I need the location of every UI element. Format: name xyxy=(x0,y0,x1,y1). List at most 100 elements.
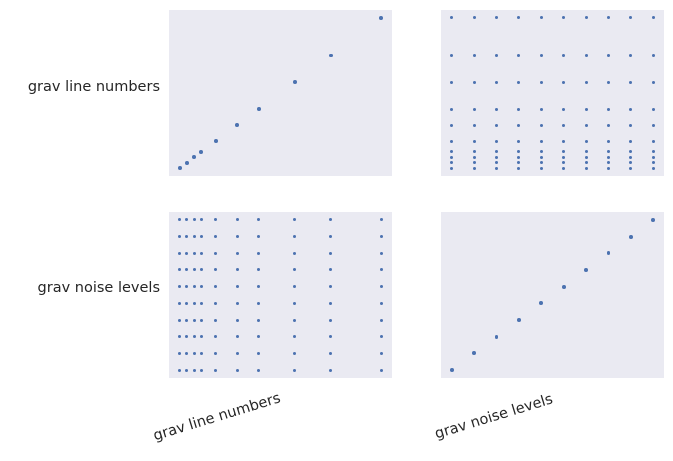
scatter-point xyxy=(450,123,454,127)
scatter-point xyxy=(257,301,261,305)
scatter-point xyxy=(562,123,566,127)
scatter-point xyxy=(539,139,543,143)
scatter-point xyxy=(292,80,297,85)
scatter-point xyxy=(495,166,498,170)
scatter-point xyxy=(517,123,521,127)
scatter-point xyxy=(178,251,182,255)
scatter-point xyxy=(199,235,203,239)
scatter-point xyxy=(379,301,383,305)
scatter-point xyxy=(606,155,610,159)
scatter-point xyxy=(379,335,383,339)
scatter-point xyxy=(539,53,543,57)
scatter-point xyxy=(185,218,189,222)
subplot-noise-levels-vs-noise-levels xyxy=(441,212,664,378)
scatter-point xyxy=(562,155,566,159)
x-axis-label-grav-noise-levels: grav noise levels xyxy=(432,391,555,443)
scatter-point xyxy=(185,368,189,372)
scatter-point xyxy=(257,235,261,239)
scatter-point xyxy=(257,351,261,355)
scatter-point xyxy=(450,161,454,165)
scatter-point xyxy=(235,123,240,128)
scatter-point xyxy=(539,301,544,306)
scatter-point xyxy=(199,150,204,154)
scatter-point xyxy=(293,268,297,272)
y-axis-label-grav-line-numbers: grav line numbers xyxy=(27,79,160,95)
scatter-point xyxy=(517,107,521,111)
scatter-point xyxy=(178,335,182,339)
scatter-point xyxy=(192,285,196,289)
scatter-point xyxy=(584,80,588,84)
scatter-point xyxy=(450,150,454,154)
scatter-point xyxy=(517,155,521,159)
scatter-point xyxy=(379,351,383,355)
scatter-point xyxy=(379,285,383,289)
scatter-point xyxy=(606,161,610,165)
scatter-point xyxy=(629,16,633,20)
scatter-point xyxy=(606,107,610,111)
scatter-point xyxy=(199,268,203,272)
scatter-point xyxy=(472,53,476,57)
scatter-point xyxy=(450,53,454,57)
scatter-point xyxy=(185,160,189,165)
scatter-point xyxy=(379,218,383,222)
scatter-point xyxy=(629,155,633,159)
scatter-point xyxy=(185,301,189,305)
scatter-point xyxy=(214,268,218,272)
scatter-point xyxy=(235,268,239,272)
scatter-point xyxy=(539,80,543,84)
scatter-point xyxy=(379,318,383,322)
scatter-point xyxy=(329,318,333,322)
scatter-point xyxy=(293,218,297,222)
scatter-point xyxy=(562,161,566,165)
scatter-point xyxy=(329,218,333,222)
scatter-point xyxy=(379,16,384,20)
scatter-point xyxy=(539,150,543,154)
scatter-point xyxy=(178,285,182,289)
scatter-point xyxy=(651,16,655,20)
scatter-point xyxy=(450,155,454,159)
scatter-point xyxy=(214,318,218,322)
scatter-point xyxy=(495,123,498,127)
scatter-point xyxy=(185,268,189,272)
scatter-point xyxy=(494,334,499,339)
scatter-point xyxy=(606,150,610,154)
scatter-point xyxy=(199,335,203,339)
scatter-point xyxy=(178,351,182,355)
scatter-point xyxy=(472,16,476,20)
scatter-point xyxy=(629,80,633,84)
scatter-point xyxy=(495,80,498,84)
scatter-point xyxy=(329,235,333,239)
scatter-point xyxy=(584,139,588,143)
scatter-point xyxy=(584,161,588,165)
scatter-point xyxy=(629,139,633,143)
scatter-point xyxy=(257,251,261,255)
scatter-point xyxy=(606,139,610,143)
scatter-point xyxy=(235,301,239,305)
scatter-point xyxy=(192,335,196,339)
scatter-point xyxy=(199,251,203,255)
scatter-point xyxy=(293,335,297,339)
scatter-point xyxy=(257,285,261,289)
subplot-line-numbers-vs-line-numbers xyxy=(169,10,392,176)
scatter-point xyxy=(517,318,521,322)
scatter-point xyxy=(517,16,521,20)
scatter-point xyxy=(472,161,476,165)
scatter-point xyxy=(651,161,655,165)
scatter-point xyxy=(629,53,633,57)
scatter-point xyxy=(329,251,333,255)
scatter-point xyxy=(192,368,196,372)
scatter-point xyxy=(450,80,454,84)
scatter-point xyxy=(379,251,383,255)
scatter-point xyxy=(651,53,655,57)
scatter-point xyxy=(629,107,633,111)
scatter-point xyxy=(562,53,566,57)
scatter-point xyxy=(199,318,203,322)
scatter-point xyxy=(214,301,218,305)
scatter-point xyxy=(235,285,239,289)
scatter-point xyxy=(214,335,218,339)
scatter-point xyxy=(495,107,498,111)
scatter-point xyxy=(199,368,203,372)
scatter-point xyxy=(629,161,633,165)
scatter-point xyxy=(178,268,182,272)
